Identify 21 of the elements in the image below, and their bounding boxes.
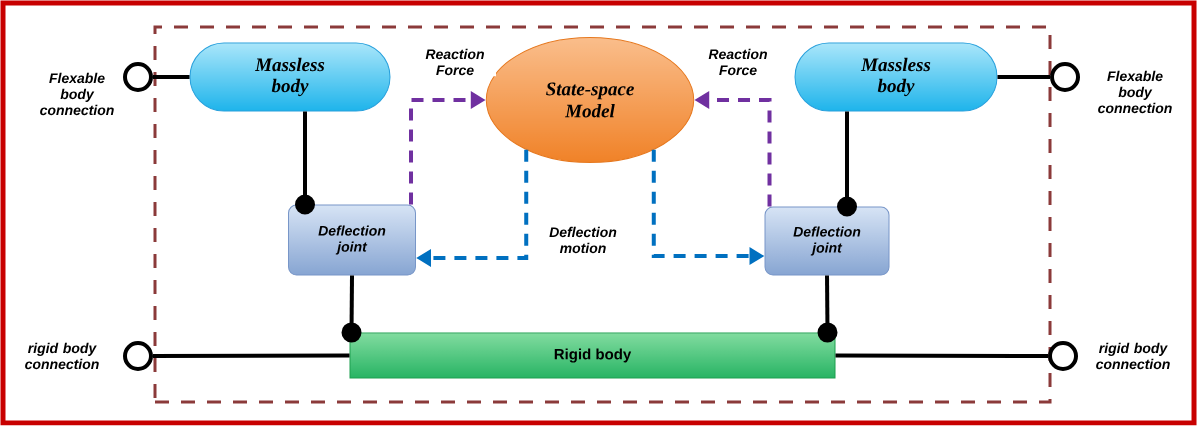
connection-label: rigid body connection (1096, 342, 1170, 370)
massless-body-box: Massless body (794, 42, 998, 112)
massless-body-box: Massless body (189, 42, 391, 112)
edge-label: Reaction Force (414, 47, 496, 77)
connector-line (153, 75, 190, 79)
connector-line (835, 353, 1048, 358)
dot-connector (837, 111, 857, 217)
connector-line (153, 353, 350, 358)
edge-label: Reaction Force (697, 47, 779, 77)
connection-label: Flexable body connection (40, 72, 114, 116)
dot-connector (817, 275, 838, 343)
dashed-frame (153, 25, 1052, 404)
deflection-joint-box: Deflection joint (764, 206, 890, 276)
deflection-joint-box: Deflection joint (288, 204, 416, 276)
rigid-body-bar: Rigid body (349, 332, 836, 379)
dot-connector (295, 111, 315, 215)
connection-label: rigid body connection (25, 342, 99, 370)
annotation-text: Deflection motion (549, 226, 617, 254)
connection-label: Flexable body connection (1098, 70, 1172, 114)
dot-connector (341, 275, 362, 343)
connector-line (997, 75, 1050, 79)
